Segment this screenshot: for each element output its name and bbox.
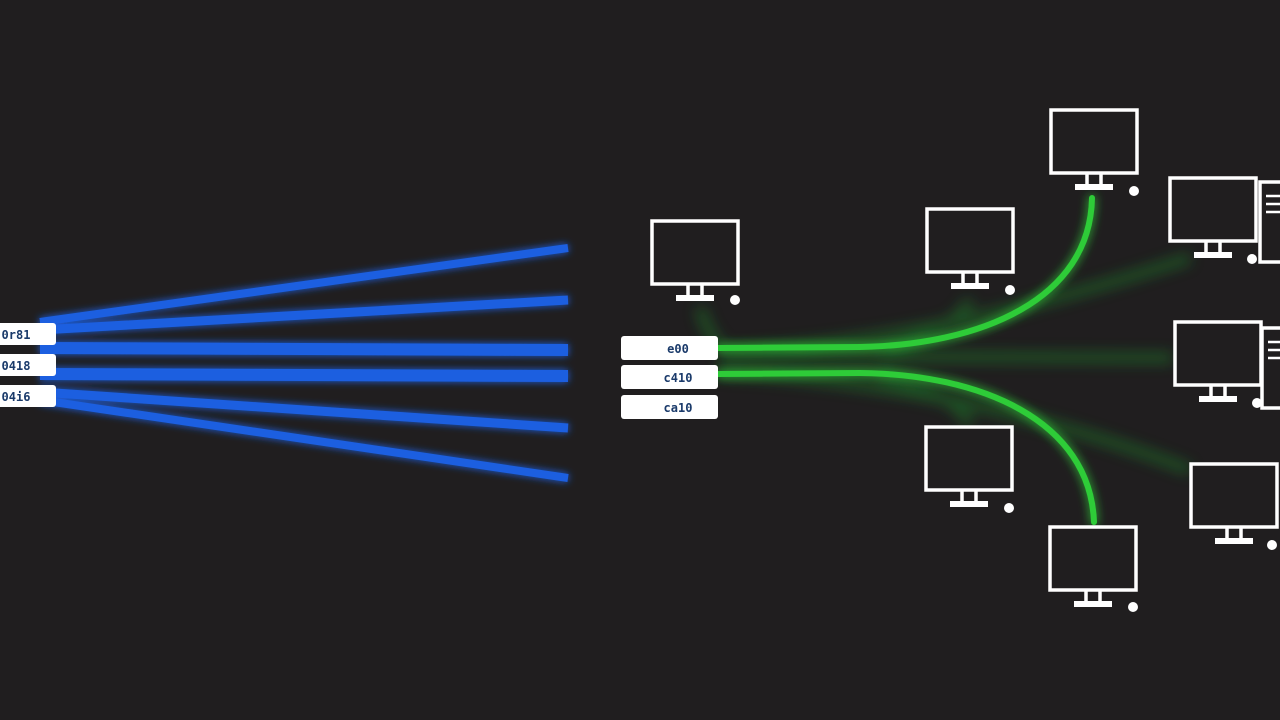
blue-line [39, 342, 569, 356]
port-label: 0r81 [2, 328, 31, 342]
port-box [0, 385, 56, 407]
computer-2-icon [1049, 108, 1139, 196]
center-computer-icon [650, 219, 740, 305]
computer-5-icon [924, 425, 1014, 513]
left-port-labels: 0r81 0418 04i6 [0, 323, 56, 407]
center-port: c410 [621, 365, 718, 389]
port-label: 04i6 [2, 390, 31, 404]
green-fiber-bundle [715, 195, 1097, 525]
left-port: 0r81 [0, 323, 56, 345]
port-label: c410 [664, 371, 693, 385]
green-line [715, 369, 1097, 525]
blue-line [39, 387, 569, 433]
computer-4-icon [1173, 320, 1263, 408]
green-faint-line [719, 367, 1192, 475]
port-box [0, 323, 56, 345]
green-line [715, 195, 1095, 351]
blue-line [39, 244, 569, 326]
green-faint-line [719, 351, 1173, 363]
computer-7-icon [1189, 462, 1279, 550]
tower-icon [1258, 180, 1280, 264]
computer-1-icon [925, 207, 1015, 295]
port-label: 0418 [2, 359, 31, 373]
green-faint-line [695, 306, 724, 349]
port-box [621, 336, 718, 360]
center-port-labels: e00 c410 ca10 [621, 336, 718, 419]
computer-3-icon [1168, 176, 1258, 264]
port-box [0, 354, 56, 376]
tower-icon [1260, 326, 1280, 410]
center-port: ca10 [621, 395, 718, 419]
port-label: e00 [667, 342, 689, 356]
port-label: ca10 [664, 401, 693, 415]
green-faint-line [879, 370, 975, 428]
computers [650, 108, 1280, 612]
left-port: 0418 [0, 354, 56, 376]
blue-line [39, 368, 569, 382]
port-box [621, 365, 718, 389]
left-port: 04i6 [0, 385, 56, 407]
computer-6-icon [1048, 525, 1138, 612]
blue-line [39, 396, 569, 482]
center-port: e00 [621, 336, 718, 360]
port-box [621, 395, 718, 419]
blue-line [39, 295, 569, 335]
blue-fiber-bundle [39, 244, 569, 482]
